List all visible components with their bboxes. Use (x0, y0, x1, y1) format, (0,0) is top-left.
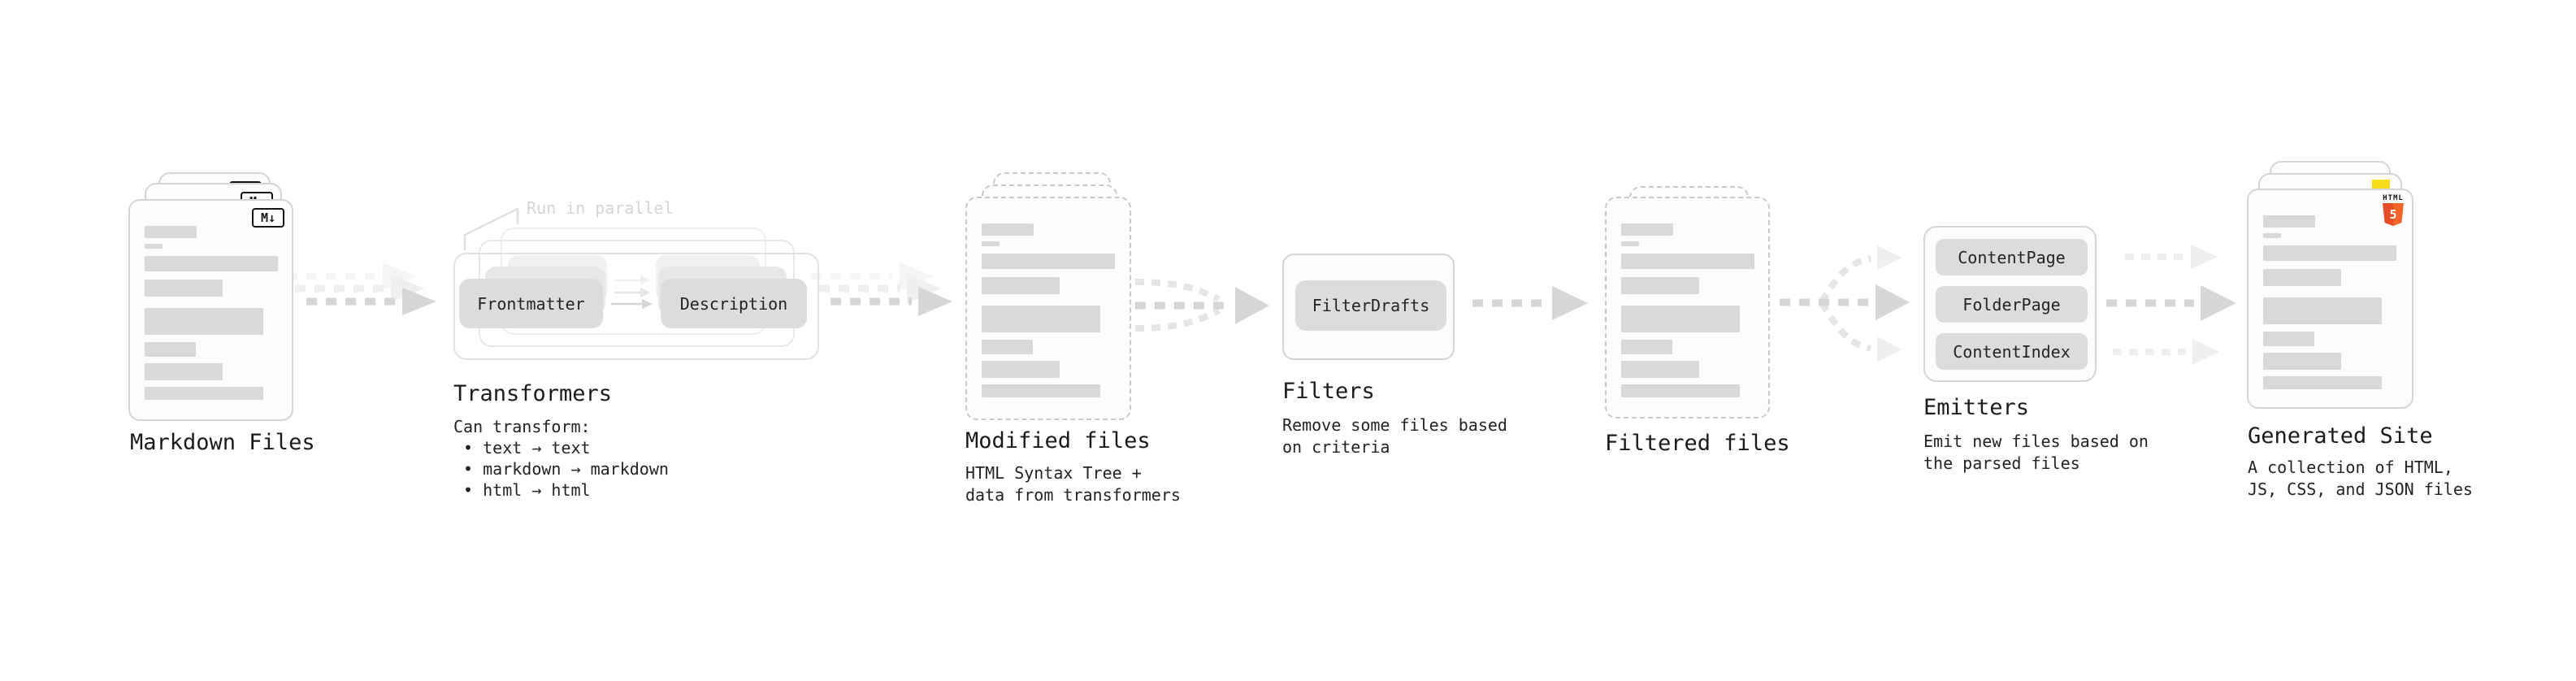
filtered-files-label: Filtered files (1605, 431, 1790, 456)
text-placeholder-line (982, 384, 1100, 397)
filters-description-line: on criteria (1282, 437, 1390, 457)
text-placeholder-line (2263, 353, 2341, 370)
generated-site-description-line: A collection of HTML, (2248, 458, 2453, 477)
markdown-file-card: M↓ (128, 199, 293, 421)
note-leader-line (463, 206, 519, 250)
generated-site-stack: CSS HTML 5 (2247, 161, 2422, 413)
transformers-bullet: • html → html (453, 480, 591, 500)
text-placeholder-line (1621, 241, 1639, 246)
text-placeholder-line (982, 340, 1033, 354)
text-placeholder-line (2263, 376, 2382, 389)
transformer-box (453, 253, 819, 360)
text-placeholder-line (145, 387, 263, 400)
emitters-description-line: Emit new files based on (1923, 432, 2149, 451)
text-placeholder-line (982, 254, 1115, 269)
text-placeholder-line (1621, 277, 1699, 294)
generated-html-file-card: HTML 5 (2247, 189, 2413, 409)
emitter-pill-contentpage: ContentPage (1936, 239, 2088, 275)
generated-site-description-line: JS, CSS, and JSON files (2248, 479, 2473, 499)
filters-box: FilterDrafts (1282, 254, 1455, 360)
transformers-bullet: • markdown → markdown (453, 459, 669, 479)
modified-files-description-line: HTML Syntax Tree + (965, 463, 1142, 483)
text-placeholder-line (145, 280, 223, 297)
modified-files-description: HTML Syntax Tree + data from transformer… (965, 462, 1181, 506)
emitters-description: Emit new files based on the parsed files (1923, 431, 2149, 475)
text-placeholder-line (2263, 245, 2396, 261)
text-placeholder-line (1621, 340, 1672, 354)
text-placeholder-line (145, 226, 197, 238)
html5-icon-label: HTML (2383, 194, 2404, 202)
text-placeholder-line (2263, 332, 2314, 346)
text-placeholder-line (145, 342, 196, 357)
html5-icon-shield: 5 (2383, 203, 2404, 226)
modified-files-description-line: data from transformers (965, 485, 1181, 505)
modified-file-card (965, 197, 1131, 420)
transformers-description-line: Can transform: (453, 417, 591, 436)
markdown-icon: M↓ (252, 208, 284, 228)
generated-site-label: Generated Site (2248, 423, 2433, 449)
text-placeholder-line (1621, 254, 1754, 269)
modified-files-stack (965, 172, 1144, 424)
text-placeholder-line (982, 223, 1034, 236)
flow-arrow-transformers-to-modified (811, 262, 952, 316)
filters-label: Filters (1282, 379, 1375, 404)
filtered-file-card (1605, 197, 1770, 419)
markdown-files-label: Markdown Files (130, 430, 315, 455)
flow-arrow-emitters-to-generated (2106, 245, 2236, 365)
text-placeholder-line (2263, 297, 2382, 324)
html5-icon: HTML 5 (2382, 194, 2405, 226)
text-placeholder-line (1621, 384, 1740, 397)
modified-files-label: Modified files (965, 428, 1151, 453)
pill-flow-arrows (611, 275, 653, 309)
flow-arrow-modified-to-filters (1134, 279, 1269, 332)
text-placeholder-line (1621, 223, 1673, 236)
emitter-pill-contentindex: ContentIndex (1936, 333, 2088, 370)
text-placeholder-line (1621, 361, 1699, 378)
emitters-box: ContentPage FolderPage ContentIndex (1923, 226, 2097, 382)
text-placeholder-line (2263, 269, 2341, 286)
run-in-parallel-note: Run in parallel (527, 198, 674, 218)
text-placeholder-line (145, 256, 278, 271)
html5-icon-number: 5 (2389, 207, 2397, 222)
transformers-description: Can transform: • text → text • markdown … (453, 416, 669, 501)
frontmatter-pill: Frontmatter (459, 279, 603, 328)
text-placeholder-line (145, 308, 263, 335)
flow-arrow-markdown-to-transformers (287, 262, 436, 315)
emitters-description-line: the parsed files (1923, 453, 2080, 473)
generated-site-description: A collection of HTML, JS, CSS, and JSON … (2248, 457, 2473, 501)
transformers-label: Transformers (453, 381, 613, 406)
filters-description-line: Remove some files based (1282, 415, 1507, 435)
emitter-pill-folderpage: FolderPage (1936, 286, 2088, 323)
text-placeholder-line (1621, 306, 1740, 332)
filtered-files-stack (1605, 186, 1784, 426)
flow-arrow-filtered-to-emitters (1780, 245, 1910, 362)
markdown-file-stack: M↓ M↓ M↓ (128, 172, 307, 424)
text-placeholder-line (2263, 215, 2315, 228)
text-placeholder-line (145, 363, 223, 380)
text-placeholder-line (2263, 233, 2281, 238)
text-placeholder-line (982, 241, 1000, 246)
filterdrafts-pill: FilterDrafts (1295, 280, 1446, 331)
transformers-bullet: • text → text (453, 438, 591, 458)
description-pill: Description (661, 279, 807, 328)
filters-description: Remove some files based on criteria (1282, 414, 1507, 458)
emitters-label: Emitters (1923, 395, 2030, 420)
text-placeholder-line (982, 277, 1060, 294)
text-placeholder-line (982, 361, 1060, 378)
flow-arrow-filters-to-filtered (1472, 286, 1588, 320)
text-placeholder-line (145, 244, 163, 249)
text-placeholder-line (982, 306, 1100, 332)
